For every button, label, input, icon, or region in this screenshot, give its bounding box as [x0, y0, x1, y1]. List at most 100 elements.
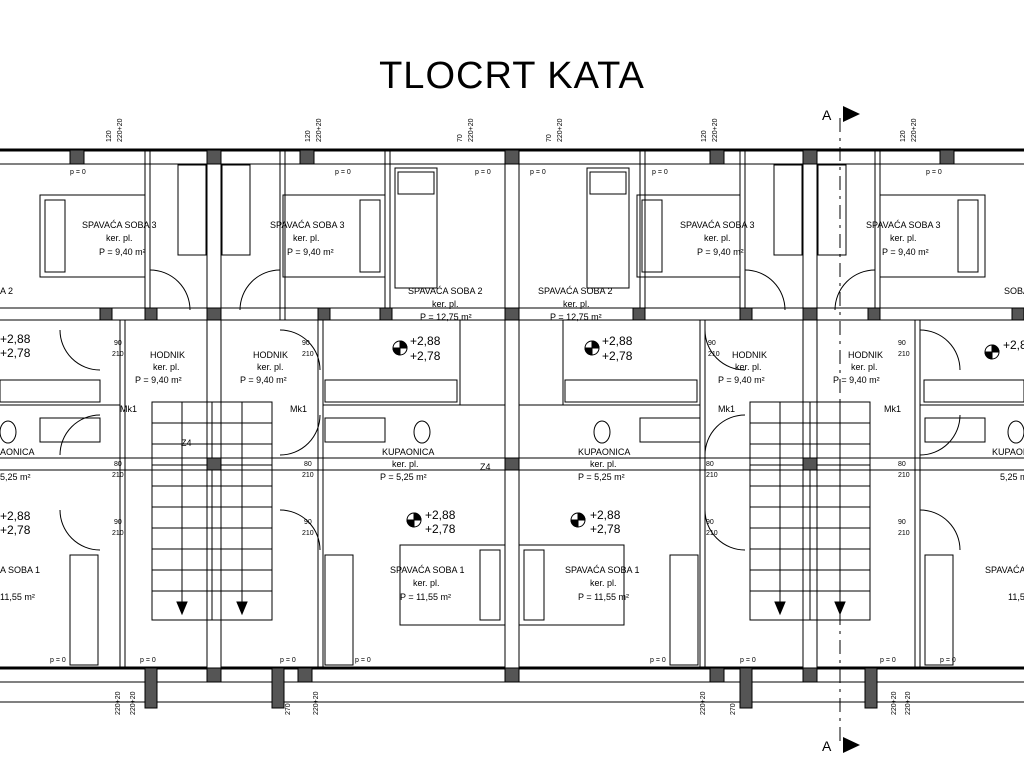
washbasin	[324, 417, 386, 443]
dim-label: 90	[708, 340, 716, 347]
bed-double	[282, 194, 386, 278]
toilet	[413, 420, 431, 444]
room-finish: ker. pl.	[293, 233, 320, 243]
door-swing	[239, 269, 281, 311]
dim-label: 210	[112, 351, 124, 358]
floor-mark: p = 0	[50, 657, 66, 664]
level-lower: +2,78	[0, 346, 31, 360]
room-name: SPAVAĆA SOBA 3	[680, 220, 755, 230]
section-label-bottom: A	[822, 738, 832, 754]
wardrobe	[924, 554, 954, 666]
room-name: SPAVAĆA SOBA 1	[565, 565, 640, 575]
washbasin	[924, 417, 986, 443]
level-lower: +2,78	[0, 523, 31, 537]
room-finish: ker. pl.	[392, 459, 419, 469]
dim-label: 90	[304, 519, 312, 526]
dim-label: 210	[302, 351, 314, 358]
dim-label: 210	[898, 472, 910, 479]
section-arrow-top	[843, 106, 860, 122]
floor-mark: p = 0	[740, 657, 756, 664]
room-finish: ker. pl.	[890, 233, 917, 243]
bed-double	[399, 544, 506, 626]
level-upper: +2,88	[0, 509, 31, 523]
level-marker	[406, 512, 422, 528]
bed-double	[879, 194, 986, 278]
door-swing	[59, 414, 101, 456]
dim-label: 70	[546, 134, 553, 142]
room-finish: ker. pl.	[704, 233, 731, 243]
dim-label: 220+20	[130, 691, 137, 715]
floor-mark: p = 0	[335, 169, 351, 176]
staircase-left	[151, 401, 273, 621]
dim-label: 210	[302, 530, 314, 537]
level-lower: +2,78	[590, 522, 621, 536]
dim-label: 220+20	[115, 691, 122, 715]
bed-single	[586, 167, 630, 289]
room-finish: ker. pl.	[851, 362, 878, 372]
room-finish: ker. pl.	[590, 459, 617, 469]
wardrobe	[324, 554, 354, 666]
room-name: KUPAONICA	[382, 447, 434, 457]
dim-label: 220+20	[712, 118, 719, 142]
room-finish: ker. pl.	[413, 578, 440, 588]
section-arrow-bottom	[843, 737, 860, 753]
room-name-partial: AONICA	[0, 447, 35, 457]
level-lower: +2,78	[602, 349, 633, 363]
floor-mark: p = 0	[280, 657, 296, 664]
room-area: P = 9,40 m²	[99, 247, 146, 257]
room-name-partial: A SOBA 1	[0, 565, 40, 575]
wardrobe	[669, 554, 699, 666]
room-finish: ker. pl.	[590, 578, 617, 588]
room-area: P = 12,75 m²	[550, 312, 602, 322]
level-upper: +2,88	[1003, 338, 1024, 352]
mk-tag: Mk1	[290, 404, 307, 414]
dim-label: 70	[457, 134, 464, 142]
dim-label: 220+20	[905, 691, 912, 715]
level-lower: +2,78	[410, 349, 441, 363]
dim-label: 270	[730, 703, 737, 715]
wardrobe	[773, 164, 803, 256]
floor-mark: p = 0	[940, 657, 956, 664]
door-swing	[279, 329, 321, 371]
room-finish: ker. pl.	[153, 362, 180, 372]
room-finish: ker. pl.	[735, 362, 762, 372]
wardrobe	[177, 164, 207, 256]
dim-label: 80	[114, 461, 122, 468]
door-swing	[149, 269, 191, 311]
room-name: KUPAONICA	[578, 447, 630, 457]
level-upper: +2,88	[590, 508, 621, 522]
dim-label: 210	[112, 530, 124, 537]
columns	[69, 149, 1024, 709]
bed-double	[39, 194, 146, 278]
room-name-partial: KUPAONICA	[992, 447, 1024, 457]
room-name: SPAVAĆA SOBA 2	[538, 286, 613, 296]
room-name: HODNIK	[732, 350, 767, 360]
level-marker	[570, 512, 586, 528]
dim-label: 90	[706, 519, 714, 526]
dim-label: 90	[114, 519, 122, 526]
door-swing	[704, 329, 746, 371]
door-swing	[279, 414, 321, 456]
party-wall	[504, 149, 520, 683]
level-symbols	[392, 340, 1000, 528]
door-swing	[59, 329, 101, 371]
dim-label: 220+20	[117, 118, 124, 142]
dim-label: 270	[285, 703, 292, 715]
washbasin	[639, 417, 701, 443]
room-area-partial: 5,25 m²	[1000, 472, 1024, 482]
staircase-right	[749, 401, 871, 621]
room-finish: ker. pl.	[432, 299, 459, 309]
level-upper: +2,88	[602, 334, 633, 348]
room-name: SPAVAĆA SOBA 3	[82, 220, 157, 230]
door-swing	[744, 269, 786, 311]
room-name: SPAVAĆA SOBA 3	[270, 220, 345, 230]
floor-mark: p = 0	[475, 169, 491, 176]
mk-tag: Mk1	[718, 404, 735, 414]
dim-label: 220+20	[891, 691, 898, 715]
dim-label: 220+20	[557, 118, 564, 142]
level-marker	[584, 340, 600, 356]
room-area: P = 9,40 m²	[882, 247, 929, 257]
dim-label: 90	[898, 340, 906, 347]
level-upper: +2,88	[425, 508, 456, 522]
